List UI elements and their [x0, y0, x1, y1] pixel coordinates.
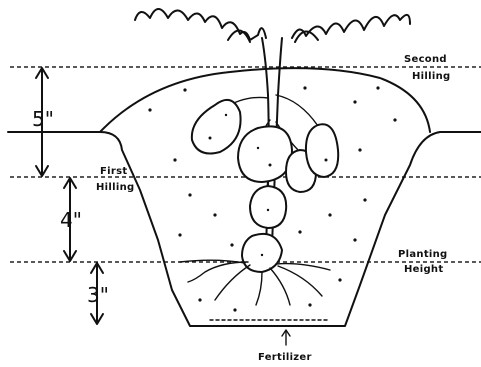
tuber-4 [306, 124, 338, 177]
planting-height-label-1: Planting [398, 249, 448, 260]
planting-height-label-2: Height [404, 264, 443, 275]
second-hilling-label-1: Second [404, 54, 447, 65]
right-leaves [292, 15, 410, 38]
tuber-1 [192, 100, 241, 154]
measure-label-bottom: 3" [87, 283, 109, 307]
first-hilling-label-1: First [100, 166, 127, 177]
tubers [192, 100, 338, 272]
second-hilling-label-2: Hilling [412, 71, 450, 82]
fertilizer-label: Fertilizer [258, 352, 312, 363]
tuber-5 [250, 186, 286, 228]
measure-label-middle: 4" [60, 208, 82, 232]
foliage [135, 9, 410, 42]
soil-mound [100, 68, 430, 132]
measure-label-top: 5" [32, 107, 54, 131]
first-hilling-label-2: Hilling [96, 182, 134, 193]
tuber-2 [238, 126, 292, 182]
